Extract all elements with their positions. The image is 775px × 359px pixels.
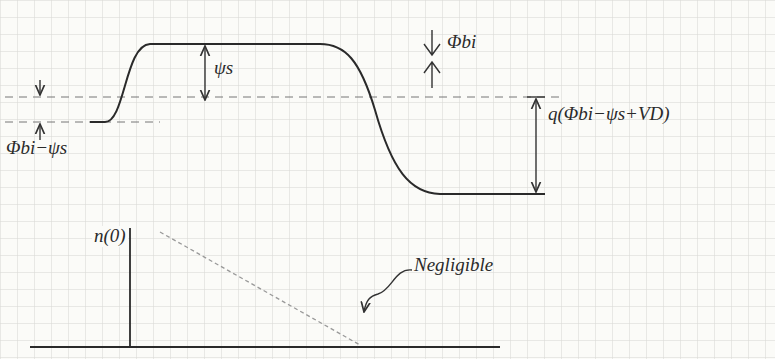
fermi-level [5, 97, 560, 98]
level-difference-label: Φbi−ψs [6, 138, 67, 159]
y-axis [129, 228, 131, 347]
built-in-potential-label: Φbi [447, 32, 476, 53]
dimension-arrow [424, 62, 440, 88]
dimension-arrow [535, 99, 536, 192]
note-label: Negligible [414, 255, 493, 276]
tick [527, 96, 545, 97]
electron-density-curve [160, 232, 360, 345]
dimension-arrow [39, 80, 40, 95]
x-axis [30, 346, 500, 348]
dimension-arrow [204, 46, 205, 100]
energy-step-label: q(Φbi−ψs+VD) [548, 104, 670, 125]
leader-arrow [364, 270, 412, 312]
band-edge [90, 44, 545, 194]
reference-level [5, 122, 160, 123]
dimension-arrow [424, 30, 440, 55]
surface-potential-label: ψs [214, 58, 233, 79]
axis-value-label: n(0) [92, 226, 128, 247]
